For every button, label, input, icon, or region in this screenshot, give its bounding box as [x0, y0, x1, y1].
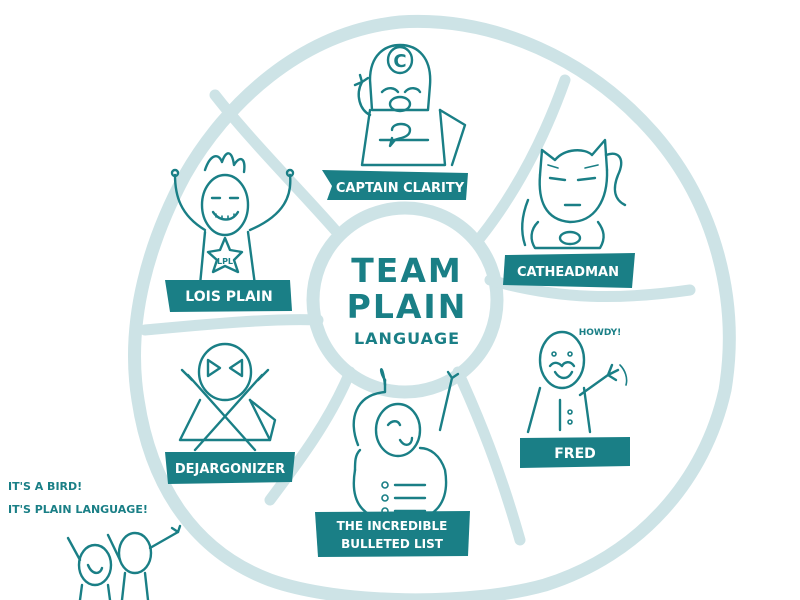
center-ring	[306, 201, 504, 399]
fred-speech: HOWDY!	[579, 328, 622, 338]
character-dejargonizer: DEJARGONIZER	[165, 342, 295, 484]
bystander-speech-line1: IT'S A BIRD!	[8, 480, 82, 493]
center-title-line2: PLAIN	[347, 287, 468, 326]
captain-clarity-label: CAPTAIN CLARITY	[336, 181, 465, 196]
captain-clarity-emblem: C	[393, 51, 406, 72]
center-title-line3: LANGUAGE	[354, 329, 460, 348]
lois-plain-banner: LOIS PLAIN	[165, 280, 292, 312]
character-captain-clarity: C CAPTAIN CLARITY	[322, 43, 468, 200]
center-title: TEAM PLAIN LANGUAGE	[347, 251, 468, 348]
character-catheadman: CATHEADMAN	[503, 138, 635, 288]
lois-plain-emblem: LPL	[217, 257, 233, 266]
captain-clarity-banner: CAPTAIN CLARITY	[322, 170, 468, 200]
fred-label: FRED	[554, 446, 596, 462]
catheadman-figure	[520, 138, 627, 250]
lois-plain-figure: LPL	[170, 152, 295, 287]
character-lois-plain: LPL LOIS PLAIN	[165, 152, 295, 312]
wheel-frame	[128, 14, 736, 600]
fred-banner: FRED	[520, 437, 630, 468]
fred-figure	[526, 330, 628, 434]
bulleted-list-banner: THE INCREDIBLE BULLETED LIST	[315, 511, 470, 557]
character-incredible-bulleted-list: THE INCREDIBLE BULLETED LIST	[315, 368, 470, 557]
dejargonizer-label: DEJARGONIZER	[175, 462, 285, 477]
catheadman-label: CATHEADMAN	[517, 265, 619, 280]
bystander-speech-line2: IT'S PLAIN LANGUAGE!	[8, 503, 148, 516]
catheadman-banner: CATHEADMAN	[503, 253, 635, 288]
dejargonizer-figure	[178, 342, 277, 452]
bystanders: IT'S A BIRD! IT'S PLAIN LANGUAGE!	[8, 480, 182, 600]
bulleted-list-figure	[352, 368, 460, 524]
center-title-line1: TEAM	[351, 251, 462, 290]
lois-plain-label: LOIS PLAIN	[185, 289, 272, 305]
bulleted-list-label-line2: BULLETED LIST	[341, 537, 444, 551]
dejargonizer-banner: DEJARGONIZER	[165, 452, 295, 484]
captain-clarity-figure: C	[353, 43, 467, 167]
bulleted-list-label-line1: THE INCREDIBLE	[337, 519, 448, 533]
bystander-figures	[66, 524, 182, 600]
character-fred: HOWDY! FRED	[520, 328, 630, 468]
